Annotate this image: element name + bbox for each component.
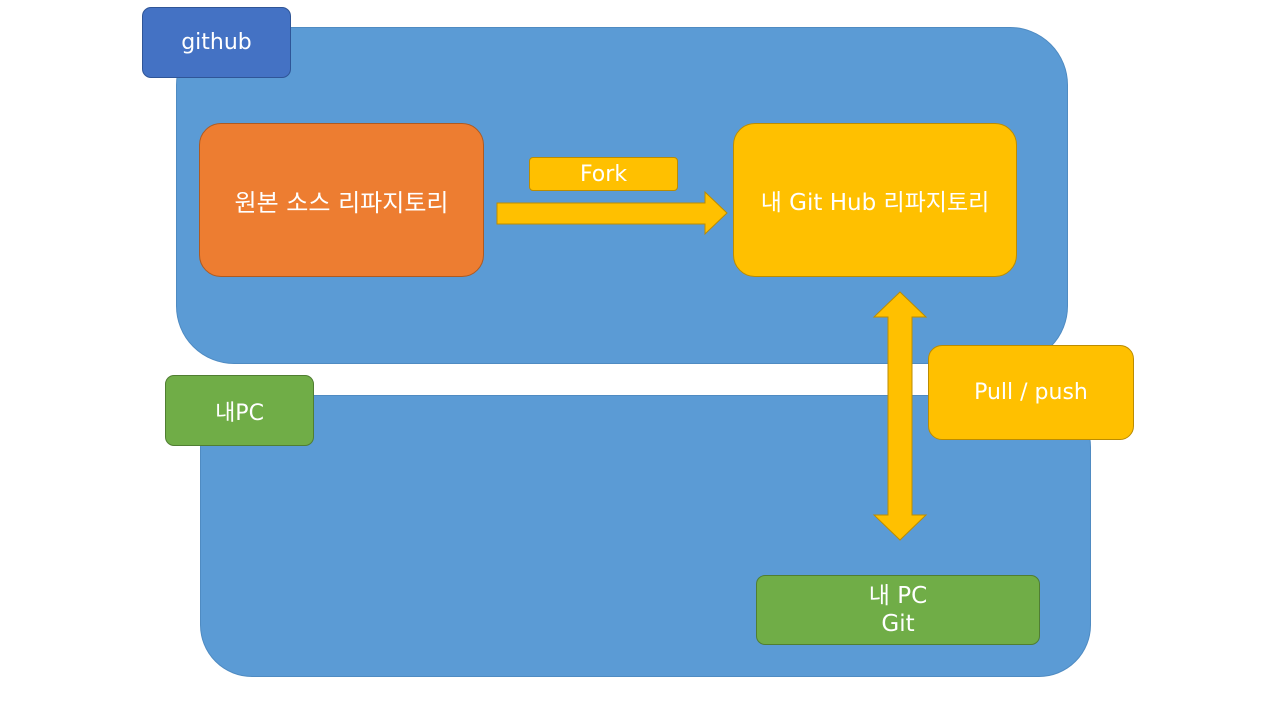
my-pc-label: 내PC bbox=[165, 375, 314, 446]
pull-push-arrow bbox=[872, 291, 928, 541]
my-github-repo-box: 내 Git Hub 리파지토리 bbox=[733, 123, 1017, 277]
my-pc-label-text: 내PC bbox=[215, 400, 264, 426]
pull-push-label: Pull / push bbox=[928, 345, 1134, 440]
my-github-repo-text: 내 Git Hub 리파지토리 bbox=[760, 190, 990, 216]
my-pc-git-line1: 내 PC bbox=[868, 583, 928, 609]
origin-repo-text: 원본 소스 리파지토리 bbox=[234, 188, 449, 217]
my-pc-git-box: 내 PC Git bbox=[756, 575, 1040, 645]
github-label: github bbox=[142, 7, 291, 78]
fork-label-text: Fork bbox=[579, 161, 628, 187]
fork-arrow bbox=[496, 190, 728, 236]
fork-label: Fork bbox=[529, 157, 678, 191]
github-label-text: github bbox=[181, 30, 252, 55]
pull-push-label-text: Pull / push bbox=[974, 380, 1088, 405]
my-pc-git-line2: Git bbox=[881, 611, 915, 637]
origin-repo-box: 원본 소스 리파지토리 bbox=[199, 123, 484, 277]
